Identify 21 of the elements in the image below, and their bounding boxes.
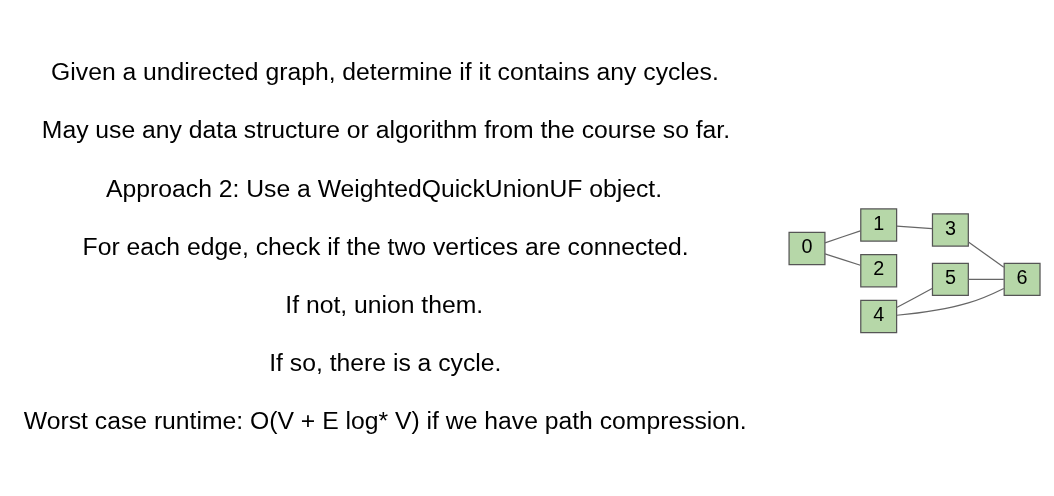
node-box: 2 — [860, 253, 898, 287]
node-box: 1 — [860, 207, 898, 242]
label: Approach 2: Use a WeightedQuickUnionUF object. — [106, 174, 663, 202]
label: May use any data structure or algorithm from the course so far. — [41, 115, 731, 143]
label: If so, there is a cycle. — [269, 348, 502, 376]
node-box: 4 — [860, 299, 898, 333]
node-box: 3 — [931, 212, 969, 247]
connector — [896, 225, 933, 229]
connector — [967, 278, 1005, 280]
connector — [824, 229, 861, 243]
node-box: 0 — [788, 231, 826, 265]
label: For each edge, check if the two vertices are connected. — [82, 232, 689, 260]
label: Given a undirected graph, determine if it contains any cycles. — [51, 57, 719, 85]
connector — [967, 240, 1005, 268]
label: If not, union them. — [285, 290, 484, 318]
connector — [896, 287, 1005, 316]
label: Worst case runtime: O(V + E log* V) if we have path compression. — [23, 406, 747, 434]
connector — [824, 252, 861, 266]
node-box: 5 — [931, 262, 969, 296]
connector — [896, 287, 933, 308]
node-box: 6 — [1003, 262, 1041, 296]
